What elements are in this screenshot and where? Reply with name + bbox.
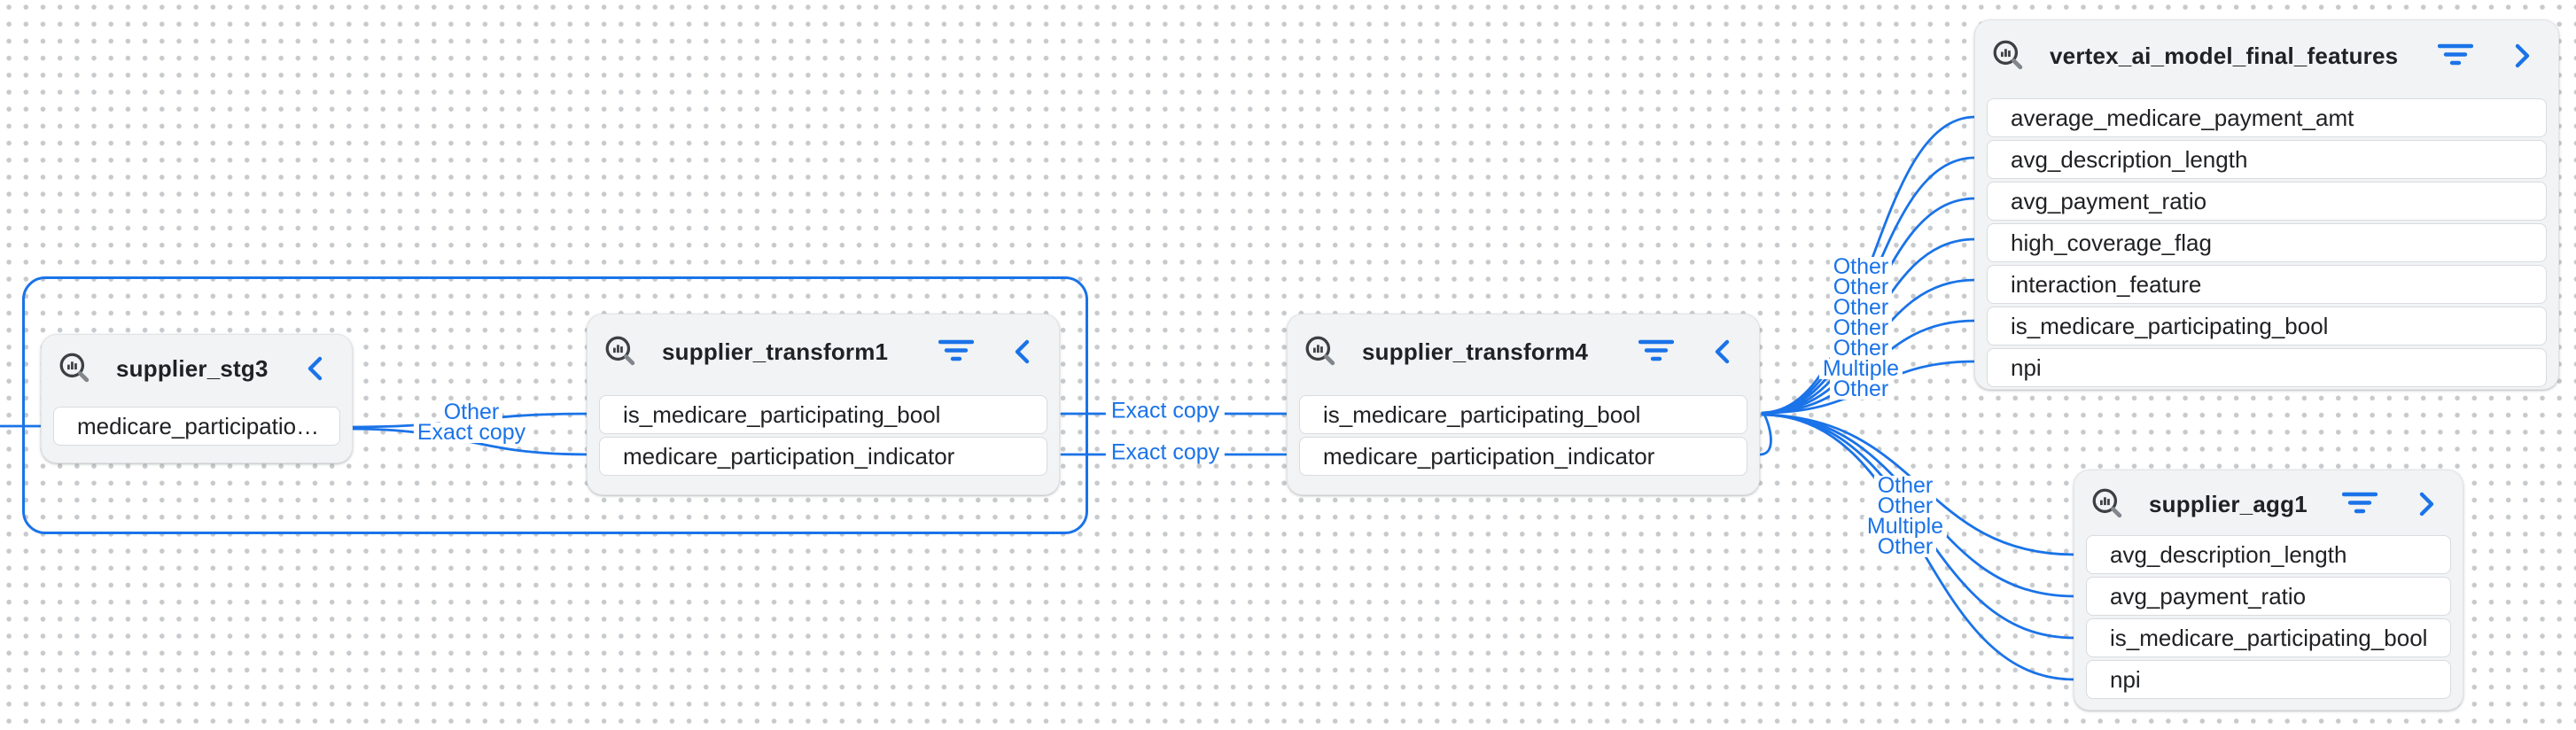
chevron-left-icon[interactable] — [1711, 338, 1734, 366]
edge-relationship-label: Exact copy — [413, 422, 530, 444]
search-table-icon — [1302, 332, 1341, 371]
node-title: supplier_agg1 — [2149, 490, 2308, 517]
edge-relationship-label: Other — [1873, 475, 1937, 497]
edge-relationship-label: Other — [1829, 338, 1893, 360]
edge-relationship-label: Other — [1829, 378, 1893, 400]
filter-list-icon[interactable] — [938, 338, 974, 365]
edge-t4-merge — [1759, 413, 1772, 456]
column-row[interactable]: medicare_participatio… — [53, 407, 340, 446]
node-header[interactable]: vertex_ai_model_final_features — [1975, 36, 2558, 75]
column-row[interactable]: npi — [2086, 660, 2451, 699]
chevron-left-icon[interactable] — [304, 354, 327, 383]
column-row[interactable]: avg_description_length — [1987, 140, 2547, 179]
search-table-icon — [602, 332, 641, 371]
search-table-icon — [1989, 36, 2028, 75]
column-row[interactable]: medicare_participation_indicator — [1299, 437, 1747, 476]
lineage-node-supplier-stg3[interactable]: supplier_stg3 medicare_participatio… — [41, 334, 353, 463]
node-title: supplier_transform1 — [662, 338, 889, 365]
column-row[interactable]: is_medicare_participating_bool — [2086, 618, 2451, 657]
search-table-icon — [56, 349, 95, 388]
search-table-icon — [2089, 485, 2128, 524]
chevron-right-icon[interactable] — [2415, 490, 2438, 518]
edge-relationship-label: Multiple — [1818, 358, 1903, 380]
edge-relationship-label: Multiple — [1863, 516, 1948, 538]
column-row[interactable]: is_medicare_participating_bool — [1987, 307, 2547, 346]
edge-relationship-label: Exact copy — [1105, 400, 1226, 422]
column-row[interactable]: average_medicare_payment_amt — [1987, 98, 2547, 137]
filter-list-icon[interactable] — [1638, 338, 1674, 365]
edge-relationship-label: Other — [1829, 256, 1893, 278]
column-row[interactable]: avg_payment_ratio — [2086, 577, 2451, 616]
column-row[interactable]: avg_payment_ratio — [1987, 182, 2547, 221]
node-title: supplier_stg3 — [116, 354, 268, 382]
filter-list-icon[interactable] — [2342, 491, 2378, 517]
column-row[interactable]: medicare_participation_indicator — [599, 437, 1047, 476]
node-title: vertex_ai_model_final_features — [2050, 42, 2399, 69]
node-header[interactable]: supplier_agg1 — [2074, 485, 2463, 524]
edge-relationship-label: Other — [1829, 276, 1893, 299]
lineage-node-vertex-ai-model-final-features[interactable]: vertex_ai_model_final_features average_m… — [1974, 19, 2559, 390]
node-header[interactable]: supplier_transform1 — [588, 332, 1059, 371]
edge-relationship-label: Other — [1873, 495, 1937, 517]
edge-relationship-label: Exact copy — [1105, 441, 1226, 463]
edge-relationship-label: Other — [1829, 297, 1893, 319]
column-row[interactable]: is_medicare_participating_bool — [599, 395, 1047, 434]
edge-relationship-label: Other — [1829, 317, 1893, 339]
chevron-right-icon[interactable] — [2510, 42, 2533, 70]
column-row[interactable]: interaction_feature — [1987, 265, 2547, 304]
column-row[interactable]: is_medicare_participating_bool — [1299, 395, 1747, 434]
node-title: supplier_transform4 — [1362, 338, 1589, 365]
column-row[interactable]: npi — [1987, 348, 2547, 387]
edge-relationship-label: Other — [1873, 536, 1937, 558]
chevron-left-icon[interactable] — [1011, 338, 1034, 366]
node-header[interactable]: supplier_stg3 — [42, 349, 352, 388]
lineage-node-supplier-transform1[interactable]: supplier_transform1 is_medicare_particip… — [587, 314, 1060, 495]
filter-list-icon[interactable] — [2438, 43, 2473, 69]
selection-bounding-box — [22, 276, 1088, 534]
node-header[interactable]: supplier_transform4 — [1288, 332, 1759, 371]
lineage-node-supplier-transform4[interactable]: supplier_transform4 is_medicare_particip… — [1287, 314, 1760, 495]
edge-relationship-label: Other — [440, 401, 503, 423]
column-row[interactable]: high_coverage_flag — [1987, 223, 2547, 262]
column-row[interactable]: avg_description_length — [2086, 535, 2451, 574]
column-list: medicare_participatio… — [42, 407, 352, 446]
